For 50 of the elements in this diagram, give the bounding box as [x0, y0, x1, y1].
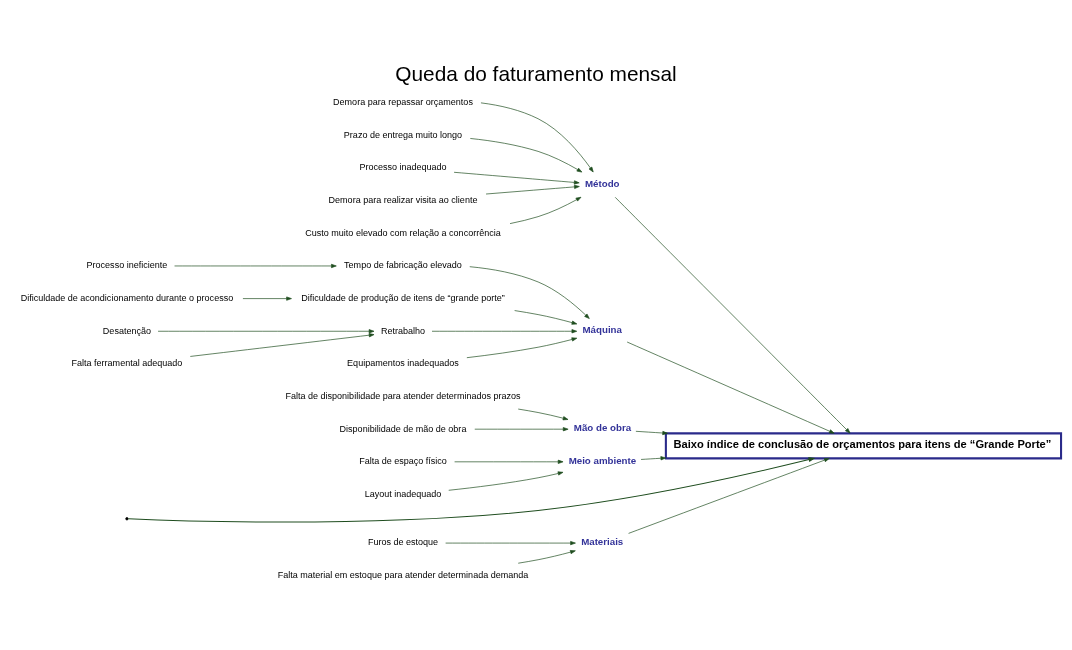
node-text: Custo muito elevado com relação a concorrência	[305, 227, 501, 238]
arrow	[453, 171, 580, 185]
node-text: Layout inadequado	[364, 488, 442, 499]
arrow	[480, 102, 594, 173]
arrow	[445, 541, 576, 546]
node-text: Falta material em estoque para atender determinada demanda	[277, 570, 529, 581]
arrow	[509, 196, 582, 224]
node-text: Prazo de entrega muito longo	[343, 129, 463, 140]
arrow	[242, 296, 292, 301]
node-text: Materiais	[581, 535, 624, 547]
arrow	[485, 184, 580, 195]
node-text: Equipamentos inadequados	[347, 358, 459, 369]
diagram-title: Queda do faturamento mensal	[395, 62, 677, 86]
node-text: Dificuldade de acondicionamento durante o processo	[20, 292, 234, 303]
node-text: Processo inadequado	[359, 162, 447, 173]
arrow	[431, 329, 578, 334]
arrow	[470, 138, 583, 173]
node-text: Processo ineficiente	[86, 260, 168, 271]
node-text: Falta ferramental adequado	[71, 358, 183, 369]
arrow	[474, 427, 569, 432]
node-text: Falta de disponibilidade para atender determinados prazos	[285, 390, 521, 401]
node-text: Máquina	[582, 324, 622, 336]
node-text: Demora para repassar orçamentos	[333, 97, 473, 108]
arrow	[174, 263, 337, 268]
node-text: Desatenção	[102, 325, 151, 336]
arrow	[626, 341, 835, 434]
arrow	[640, 456, 667, 461]
arrow	[635, 430, 668, 436]
node-text: Disponibilidade de mão de obra	[339, 423, 467, 434]
arrow	[448, 471, 564, 491]
arrow	[469, 266, 590, 319]
node-text: Furos de estoque	[367, 537, 439, 548]
node-text: Mão de obra	[573, 422, 632, 434]
arrow	[466, 337, 578, 359]
arrow	[628, 458, 830, 534]
arrow	[517, 408, 569, 421]
arrow	[517, 550, 576, 564]
node-text: Falta de espaço físico	[359, 456, 447, 467]
node-text: Demora para realizar visita ao cliente	[328, 195, 478, 206]
arrow	[127, 457, 816, 523]
arrow	[614, 196, 851, 434]
node-text: Meio ambiente	[568, 454, 637, 466]
arrow	[157, 329, 375, 334]
node-text: Retrabalho	[380, 325, 426, 336]
arrow	[189, 333, 375, 357]
node-text: Tempo de fabricação elevado	[344, 260, 462, 271]
arrow	[454, 459, 564, 464]
arrow	[514, 310, 578, 325]
node-text: Dificuldade de produção de itens de “grande porte”	[301, 292, 505, 303]
node-text: Método	[584, 177, 620, 189]
